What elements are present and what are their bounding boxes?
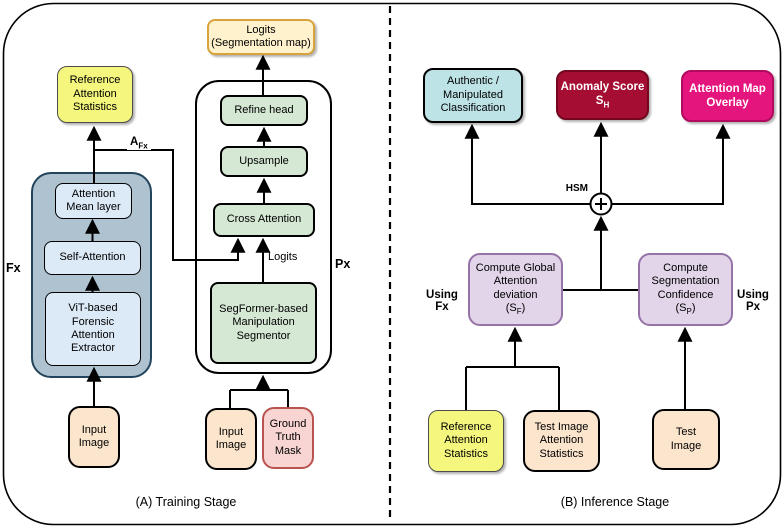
anomaly-score-symbol-sub: H	[603, 100, 610, 110]
fx-branch-label: Fx	[6, 261, 21, 275]
stage-a-caption: (A) Training Stage	[86, 495, 286, 509]
using-px-label-text: Using Px	[737, 289, 769, 313]
upsample-label: Upsample	[239, 154, 289, 167]
self-attention-label: Self-Attention	[59, 251, 126, 264]
logits-edge-label: Logits	[268, 251, 297, 263]
using-px-label: Using Px	[729, 277, 777, 313]
reference-attention-statistics-label-b: Reference Attention Statistics	[440, 420, 492, 460]
anomaly-score-label: Anomaly Score SH	[561, 80, 645, 110]
fx-branch-label-text: Fx	[6, 261, 21, 275]
joiner-statistics-inputs	[465, 366, 560, 410]
test-image-box: Test Image	[652, 409, 720, 470]
input-image-label-px: Input Image	[215, 425, 247, 451]
reference-attention-statistics-label-a: Reference Attention Statistics	[69, 74, 121, 114]
input-image-box-fx: Input Image	[68, 406, 120, 468]
global-s-open: (S	[505, 302, 517, 315]
compute-segmentation-confidence-box: Compute Segmentation Confidence (SP)	[638, 253, 733, 326]
reference-attention-statistics-box-a: Reference Attention Statistics	[57, 66, 133, 123]
attention-map-overlay-label: Attention Map Overlay	[689, 82, 766, 109]
hsm-label-text: HSM	[565, 183, 588, 194]
px-branch-label-text: Px	[335, 257, 351, 271]
stage-b-caption-text: (B) Inference Stage	[560, 495, 670, 509]
logits-segmentation-map-label: Logits (Segmentation map)	[211, 23, 311, 49]
attention-mean-layer-label: Attention Mean layer	[66, 187, 121, 213]
vit-forensic-attention-extractor-label: ViT-based Forensic Attention Extractor	[68, 302, 118, 355]
compute-segmentation-confidence-label: Compute Segmentation Confidence (SP)	[652, 262, 720, 317]
compute-global-attention-deviation-box: Compute Global Attention deviation (SF)	[468, 253, 563, 326]
reference-attention-statistics-box-b: Reference Attention Statistics	[428, 410, 504, 472]
plus-circle-icon	[589, 192, 613, 216]
upsample-box: Upsample	[220, 146, 308, 177]
hsm-label: HSM	[556, 183, 588, 194]
authentic-manipulated-classification-label: Authentic / Manipulated Classification	[440, 75, 506, 115]
compute-global-attention-deviation-label: Compute Global Attention deviation (SF)	[476, 262, 556, 317]
afx-edge-label-sub: Fx	[138, 141, 148, 151]
self-attention-box: Self-Attention	[44, 241, 141, 275]
ground-truth-mask-box: Ground Truth Mask	[262, 407, 314, 469]
global-s-close: )	[521, 302, 526, 315]
seg-s-open: (S	[675, 302, 687, 315]
logits-segmentation-map-box: Logits (Segmentation map)	[207, 19, 315, 55]
test-image-attention-statistics-label: Test Image Attention Statistics	[534, 420, 589, 460]
using-fx-label: Using Fx	[418, 277, 466, 313]
stage-b-caption: (B) Inference Stage	[515, 495, 715, 509]
refine-head-box: Refine head	[220, 95, 308, 126]
anomaly-score-line1: Anomaly Score	[560, 80, 645, 93]
vit-forensic-attention-extractor-box: ViT-based Forensic Attention Extractor	[45, 292, 141, 366]
plus-glyph	[595, 198, 607, 210]
input-image-label-fx: Input Image	[78, 423, 110, 449]
attention-map-overlay-box: Attention Map Overlay	[681, 70, 774, 122]
authentic-manipulated-classification-box: Authentic / Manipulated Classification	[423, 68, 523, 123]
segformer-manipulation-segmentor-box: SegFormer-based Manipulation Segmentor	[210, 282, 317, 364]
stage-a-caption-text: (A) Training Stage	[135, 495, 237, 509]
refine-head-label: Refine head	[234, 103, 294, 116]
test-image-attention-statistics-box: Test Image Attention Statistics	[523, 410, 600, 472]
input-image-box-px: Input Image	[205, 408, 257, 470]
afx-edge-label: AFx	[127, 136, 151, 151]
cross-attention-box: Cross Attention	[213, 203, 315, 237]
seg-s-close: )	[691, 302, 696, 315]
global-deviation-lines: Compute Global Attention deviation	[475, 261, 556, 301]
test-image-label: Test Image	[670, 426, 702, 452]
logits-edge-label-text: Logits	[268, 251, 298, 263]
seg-confidence-lines: Compute Segmentation Confidence	[651, 261, 720, 301]
using-fx-label-text: Using Fx	[426, 289, 458, 313]
segformer-manipulation-segmentor-label: SegFormer-based Manipulation Segmentor	[219, 302, 308, 342]
px-branch-label: Px	[335, 257, 350, 271]
joiner-inputs-px	[229, 389, 289, 408]
attention-mean-layer-box: Attention Mean layer	[55, 183, 132, 219]
cross-attention-label: Cross Attention	[226, 213, 302, 226]
ground-truth-mask-label: Ground Truth Mask	[269, 417, 307, 457]
hsm-sum-node	[589, 192, 613, 216]
arrow-hsm-to-overlay	[612, 123, 731, 205]
anomaly-score-box: Anomaly Score SH	[556, 70, 649, 120]
